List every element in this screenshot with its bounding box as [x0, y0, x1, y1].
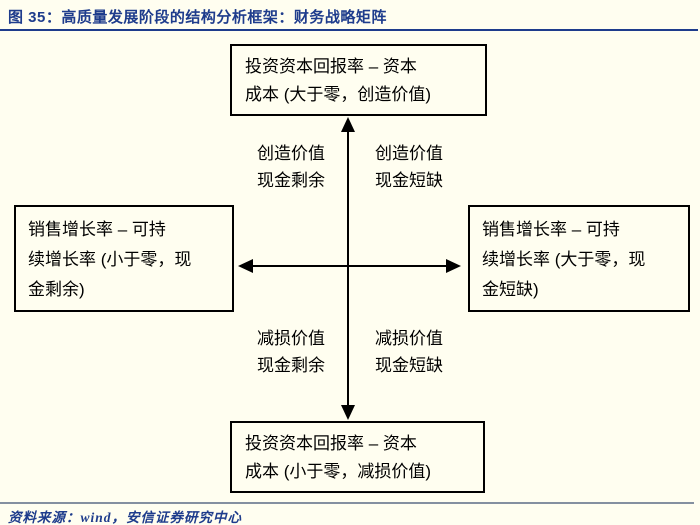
box-roic-negative: 投资资本回报率 – 资本 成本 (小于零，减损价值) [230, 421, 485, 493]
title-underline [0, 29, 698, 31]
figure-title: 图 35：高质量发展阶段的结构分析框架：财务战略矩阵 [8, 9, 387, 26]
quadrant-label-bottom-left: 减损价值 现金剩余 [257, 329, 325, 375]
quadrant-label-top-right: 创造价值 现金短缺 [375, 144, 443, 190]
box-roic-positive: 投资资本回报率 – 资本 成本 (大于零，创造价值) [230, 44, 487, 116]
arrowhead-right-icon [446, 259, 461, 273]
quadrant-label-top-left: 创造价值 现金剩余 [257, 144, 325, 190]
arrowhead-up-icon [341, 117, 355, 132]
quadrant-label-bottom-right: 减损价值 现金短缺 [375, 329, 443, 375]
source-note: 资料来源：wind，安信证券研究中心 [8, 510, 243, 525]
arrowhead-left-icon [238, 259, 253, 273]
source-divider [0, 502, 694, 504]
box-growth-positive: 销售增长率 – 可持 续增长率 (大于零，现 金短缺) [468, 205, 690, 312]
box-growth-negative: 销售增长率 – 可持 续增长率 (小于零，现 金剩余) [14, 205, 234, 312]
arrowhead-down-icon [341, 405, 355, 420]
